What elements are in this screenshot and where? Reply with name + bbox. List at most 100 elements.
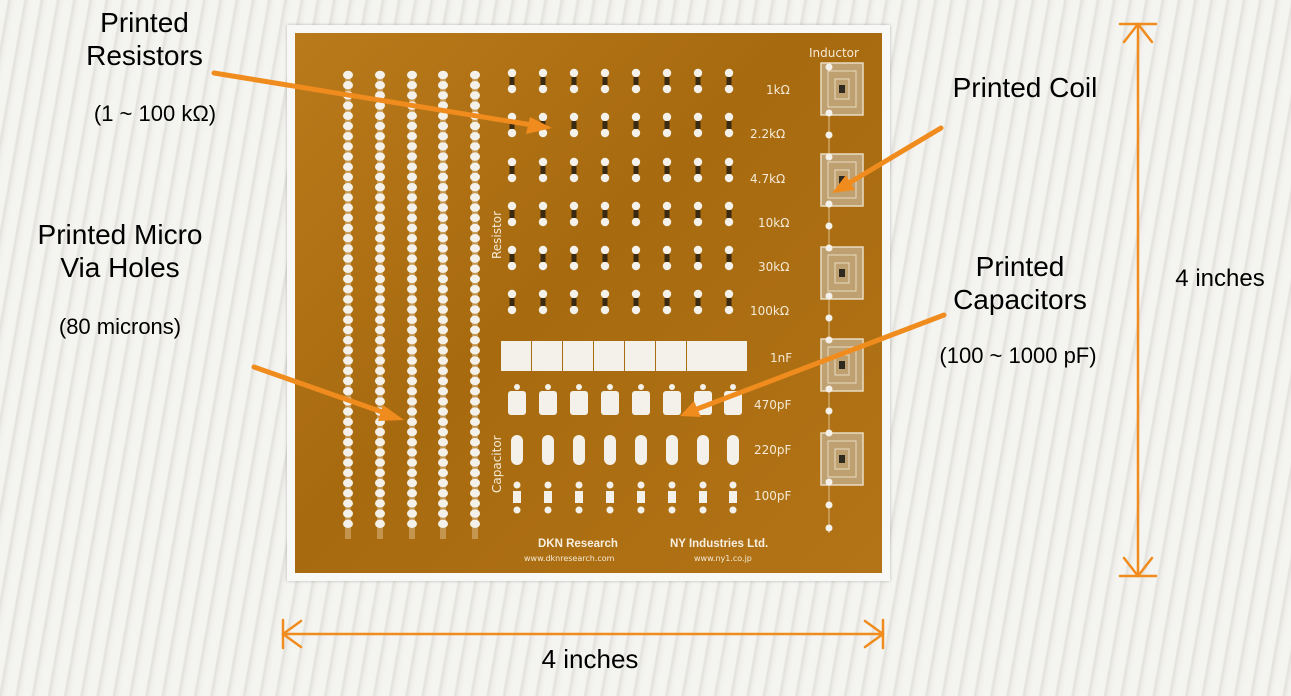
- via-hole: [343, 376, 353, 386]
- via-hole: [438, 285, 448, 294]
- resistor-body: [695, 254, 701, 262]
- via-hole: [470, 111, 480, 121]
- capacitor-plate: [694, 391, 712, 415]
- via-hole: [375, 121, 385, 131]
- via-hole: [470, 295, 480, 304]
- row-value-label: 10kΩ: [758, 216, 789, 230]
- via-hole: [470, 478, 480, 488]
- printed-resistor: [693, 68, 703, 94]
- via-hole: [375, 305, 385, 314]
- capacitor-pad: [513, 481, 521, 489]
- resistors-callout-range: (1 ~ 100 kΩ): [93, 101, 217, 126]
- resistor-pad: [538, 128, 548, 138]
- via-hole: [407, 162, 417, 171]
- inductor-coil: [820, 338, 864, 392]
- resistor-pad: [631, 305, 641, 315]
- via-hole: [438, 142, 448, 151]
- capacitor-plate: [668, 491, 676, 503]
- coil-pad: [825, 222, 833, 230]
- resistor-pad: [600, 84, 610, 94]
- resistor-pad: [569, 112, 579, 122]
- via-hole: [407, 489, 417, 498]
- via-hole: [375, 366, 385, 375]
- resistor-pad: [693, 84, 703, 94]
- via-hole: [375, 70, 385, 80]
- via-hole: [407, 448, 417, 457]
- circuit-board: Inductor Resistor Capacitor 1kΩ 2.2kΩ 4.…: [295, 33, 882, 573]
- via-hole: [343, 325, 353, 335]
- via-hole: [375, 172, 385, 182]
- printed-resistor: [600, 289, 610, 315]
- resistor-pad: [507, 128, 517, 138]
- resistor-body: [540, 210, 546, 218]
- capacitor-pad: [606, 506, 614, 514]
- via-hole: [470, 356, 480, 365]
- via-hole: [407, 519, 417, 528]
- via-hole: [343, 295, 353, 304]
- capacitor-pad: [514, 384, 520, 390]
- via-hole: [407, 264, 417, 273]
- via-hole: [470, 183, 480, 192]
- via-hole: [470, 274, 480, 284]
- printed-resistor: [600, 68, 610, 94]
- via-hole: [375, 274, 385, 284]
- via-hole: [470, 254, 480, 263]
- resistor-body: [726, 77, 732, 85]
- capacitor-220pF: [573, 435, 585, 465]
- resistor-pad: [662, 289, 672, 299]
- resistor-body: [695, 298, 701, 306]
- resistor-pad: [538, 201, 548, 211]
- capacitor-470pF: [663, 384, 681, 415]
- via-hole: [438, 70, 448, 80]
- capacitor-1nF: [563, 341, 593, 371]
- via-hole: [375, 81, 385, 90]
- resistor-body: [726, 298, 732, 306]
- resistor-pad: [631, 173, 641, 183]
- via-hole: [375, 203, 385, 212]
- via-hole: [343, 509, 353, 518]
- via-hole: [407, 438, 417, 447]
- via-hole: [375, 264, 385, 273]
- capacitor-pad: [638, 384, 644, 390]
- resistor-pad: [600, 157, 610, 167]
- via-hole: [470, 458, 480, 467]
- printed-resistor: [724, 68, 734, 94]
- via-hole: [407, 132, 417, 141]
- resistor-pad: [569, 84, 579, 94]
- via-hole: [470, 448, 480, 457]
- resistor-body: [664, 298, 670, 306]
- coil-pad: [825, 153, 833, 161]
- via-hole: [343, 234, 353, 243]
- via-hole: [470, 366, 480, 375]
- coil-pad: [825, 109, 833, 117]
- capacitor-100pF: [513, 481, 521, 514]
- via-hole: [438, 254, 448, 263]
- via-hole: [438, 244, 448, 253]
- via-hole: [407, 244, 417, 253]
- via-hole: [470, 132, 480, 141]
- via-hole: [343, 438, 353, 447]
- company-left-name: DKN Research: [538, 538, 618, 550]
- coil-turn: [834, 78, 850, 100]
- inductor-coil: [820, 432, 864, 486]
- coil-pad: [825, 501, 833, 509]
- via-hole: [375, 519, 385, 528]
- resistor-pad: [507, 112, 517, 122]
- capacitor-220pF: [727, 435, 739, 465]
- via-column: [343, 70, 353, 539]
- via-hole: [438, 183, 448, 192]
- via-hole: [470, 305, 480, 314]
- resistor-body: [602, 166, 608, 174]
- capacitor-100pF: [668, 481, 676, 514]
- via-hole: [343, 417, 353, 426]
- capacitor-plate: [606, 491, 614, 503]
- resistor-pad: [662, 84, 672, 94]
- printed-resistor: [569, 112, 579, 138]
- resistor-pad: [538, 68, 548, 78]
- resistor-body: [571, 121, 577, 129]
- printed-resistor: [693, 112, 703, 138]
- via-hole: [375, 427, 385, 437]
- resistor-pad: [569, 245, 579, 255]
- via-hole: [343, 203, 353, 212]
- printed-resistor: [662, 201, 672, 227]
